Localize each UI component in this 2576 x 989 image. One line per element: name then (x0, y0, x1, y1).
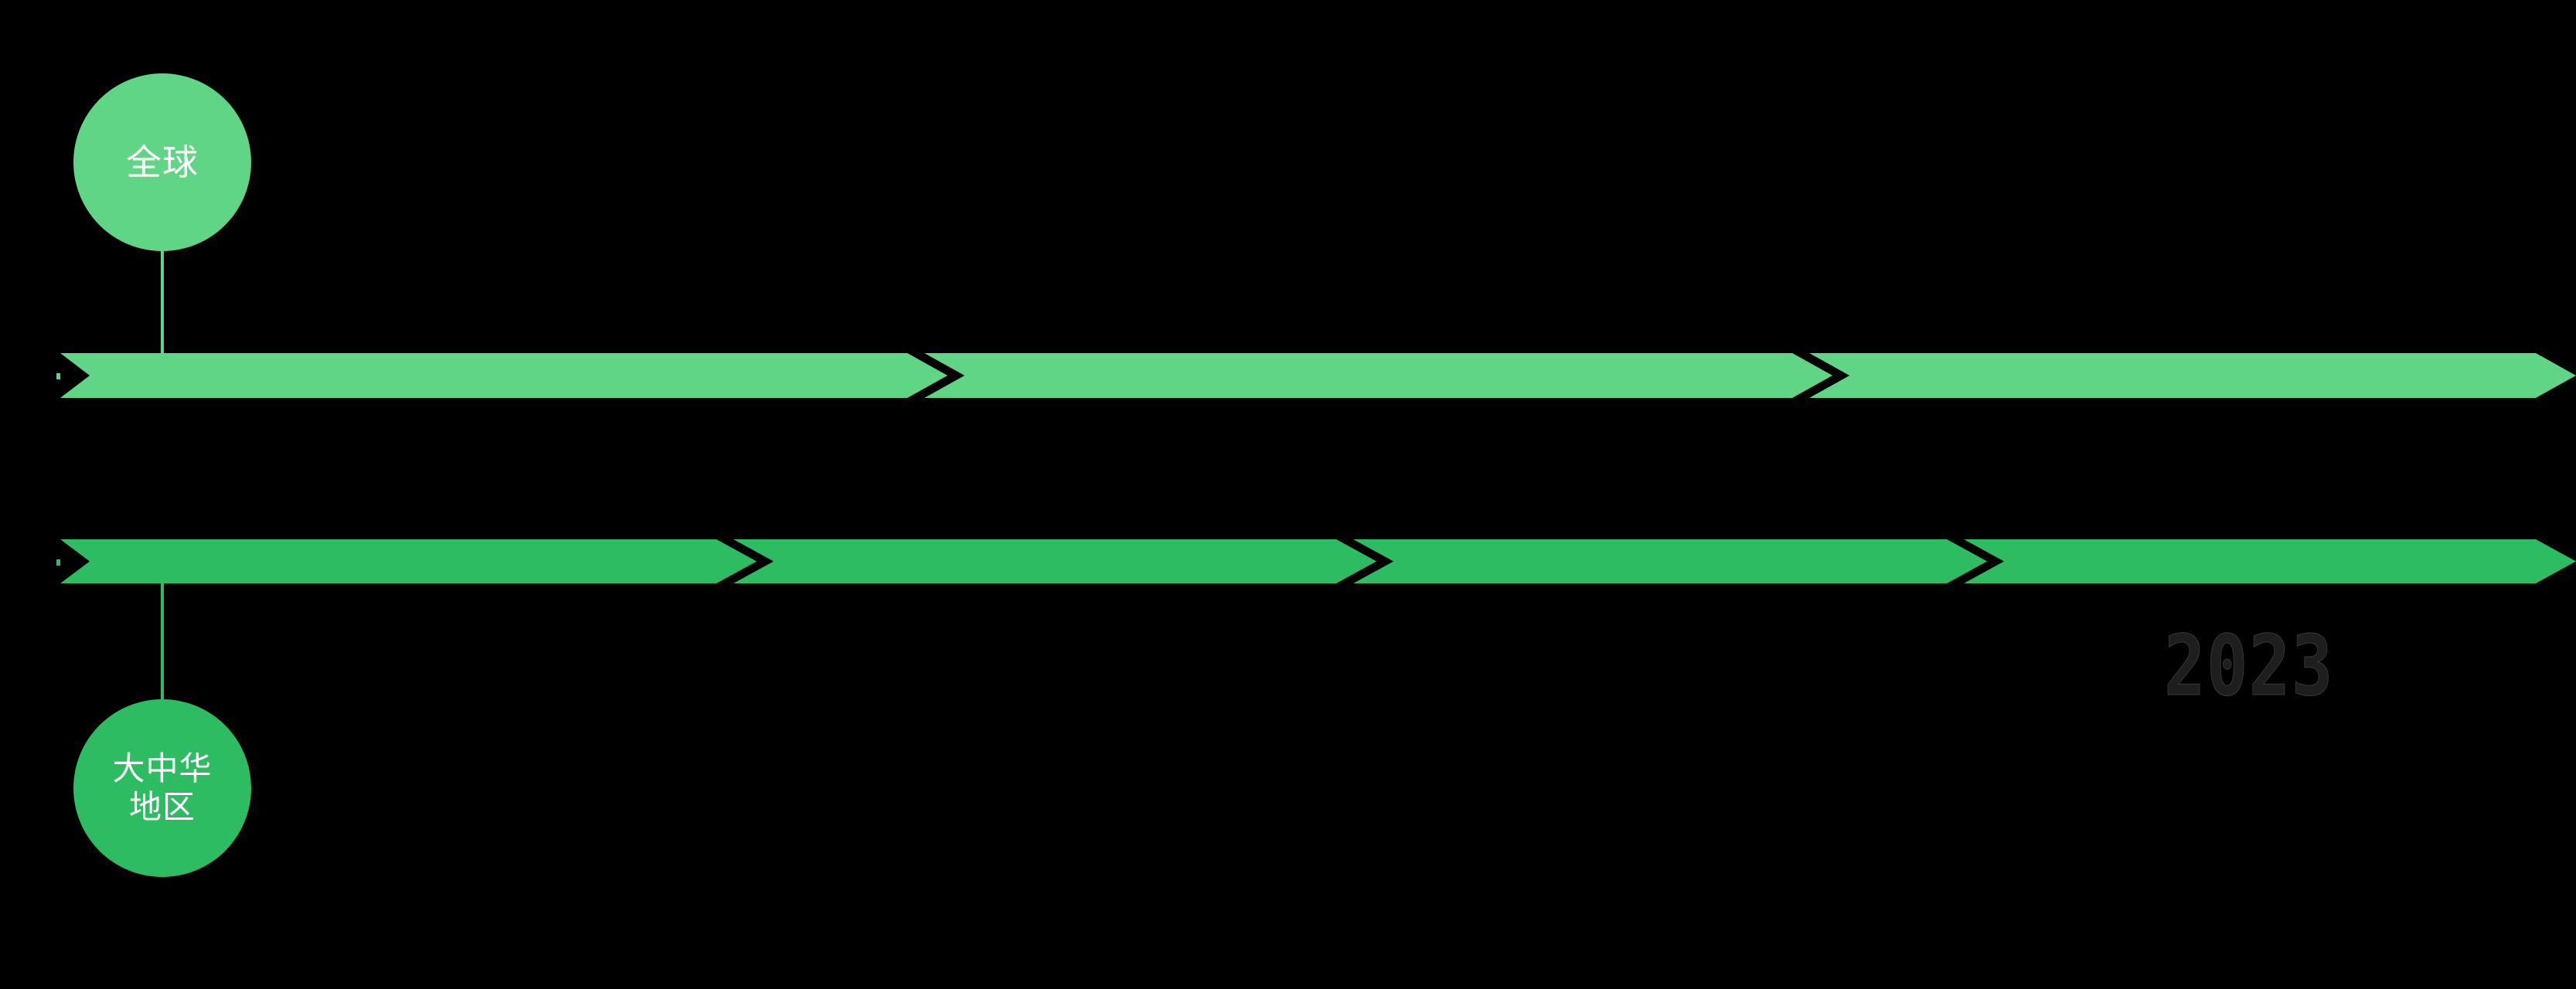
connector-stem-global (161, 251, 164, 363)
arrow-segment-greater-china-track-3[interactable] (1353, 539, 1987, 583)
node-circle-global[interactable]: 全球 (73, 73, 251, 251)
year-watermark-2023: 2023 (2164, 618, 2334, 715)
arrow-segment-greater-china-track-4[interactable] (1964, 539, 2576, 583)
clipped-arrow-tip-global (56, 373, 60, 379)
arrow-segment-greater-china-track-1[interactable] (60, 539, 757, 583)
arrow-segment-global-track-2[interactable] (924, 353, 1832, 398)
node-label-global: 全球 (126, 141, 199, 182)
node-circle-greater-china[interactable]: 大中华 地区 (73, 699, 251, 877)
clipped-arrow-tip-china (56, 559, 60, 566)
arrow-segment-greater-china-track-2[interactable] (733, 539, 1376, 583)
node-label-greater-china: 大中华 地区 (112, 750, 213, 825)
arrow-segment-global-track-1[interactable] (60, 353, 948, 398)
connector-stem-greater-china (161, 572, 164, 699)
arrow-segment-global-track-3[interactable] (1809, 353, 2576, 398)
